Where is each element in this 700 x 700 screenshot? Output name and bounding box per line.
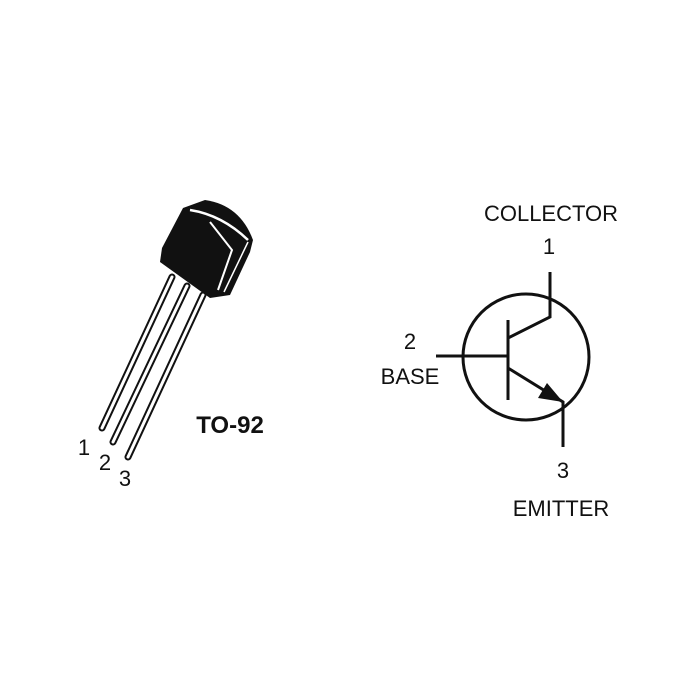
emitter-pin-number: 3: [557, 458, 569, 483]
npn-transistor-symbol: [436, 272, 591, 447]
base-pin-number: 2: [404, 329, 416, 354]
emitter-arrow-icon: [538, 383, 563, 402]
pin-label-3: 3: [119, 466, 131, 491]
base-label: BASE: [381, 364, 440, 389]
collector-label: COLLECTOR: [484, 201, 618, 226]
collector-lead: [507, 272, 552, 340]
emitter-lead: [507, 366, 565, 447]
emitter-label: EMITTER: [513, 496, 610, 521]
collector-pin-number: 1: [543, 234, 555, 259]
pin-label-1: 1: [78, 435, 90, 460]
pin-label-2: 2: [99, 450, 111, 475]
to92-package-drawing: [98, 200, 253, 461]
package-name: TO-92: [196, 412, 264, 439]
